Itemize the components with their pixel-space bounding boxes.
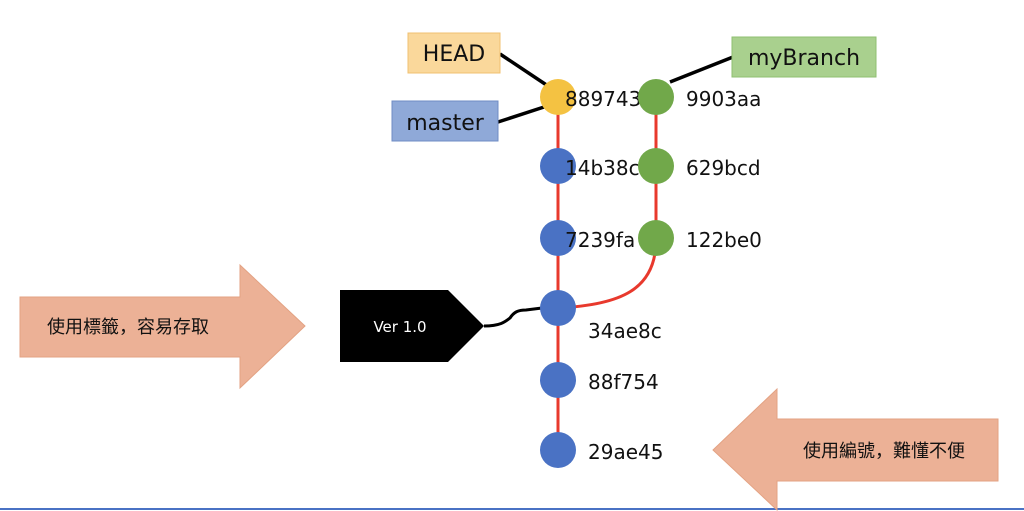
mybranch-ref: myBranch	[731, 36, 877, 78]
commit-node[interactable]: 34ae8c	[540, 290, 662, 343]
commit-hash: 629bcd	[686, 156, 761, 180]
commit-hash: 7239fa	[565, 228, 635, 252]
commit-dot-branch[interactable]	[638, 79, 674, 115]
commit-node[interactable]: 889743	[540, 79, 641, 115]
right-callout-text: 使用編號，難懂不便	[803, 441, 965, 462]
commit-hash: 9903aa	[686, 87, 761, 111]
master-ref-box	[391, 100, 499, 142]
tag-label: Ver 1.0	[373, 318, 426, 336]
head-connector	[499, 52, 549, 88]
head-ref-box	[407, 32, 501, 74]
commit-node[interactable]: 88f754	[540, 362, 659, 398]
left-callout-arrow: 使用標籤，容易存取	[19, 263, 306, 390]
master-ref: master	[391, 100, 499, 142]
commit-dot[interactable]	[540, 148, 576, 184]
commit-hash: 14b38c	[565, 156, 640, 180]
mybranch-ref-label: myBranch	[748, 46, 860, 71]
right-arrow-shape	[19, 263, 306, 390]
right-callout-arrow: 使用編號，難懂不便	[712, 387, 999, 511]
commit-node[interactable]: 29ae45	[540, 432, 663, 468]
commit-dot-branch[interactable]	[638, 220, 674, 256]
left-callout-text: 使用標籤，容易存取	[47, 317, 209, 338]
commit-hash: 88f754	[588, 370, 659, 394]
commit-node[interactable]: 629bcd	[638, 148, 761, 184]
commit-hash: 29ae45	[588, 440, 663, 464]
commit-node[interactable]: 14b38c	[540, 148, 640, 184]
master-connector	[497, 105, 545, 124]
commit-hash: 34ae8c	[588, 319, 662, 343]
commit-hash: 889743	[565, 87, 641, 111]
mybranch-ref-box	[731, 36, 877, 78]
tag-connector	[483, 306, 543, 328]
head-ref: HEAD	[407, 32, 501, 74]
commit-dot[interactable]	[540, 432, 576, 468]
version-tag[interactable]: Ver 1.0	[340, 290, 484, 362]
commit-dot[interactable]	[540, 290, 576, 326]
head-ref-label: HEAD	[423, 42, 485, 67]
mybranch-connector	[669, 55, 734, 84]
commit-hash: 122be0	[686, 228, 762, 252]
commit-dot-head[interactable]	[540, 79, 576, 115]
master-ref-label: master	[406, 111, 485, 136]
commit-dot-branch[interactable]	[638, 148, 674, 184]
commit-dot[interactable]	[540, 362, 576, 398]
left-arrow-shape	[712, 387, 999, 511]
commit-node[interactable]: 9903aa	[638, 79, 761, 115]
commit-node[interactable]: 7239fa	[540, 220, 635, 256]
commit-node[interactable]: 122be0	[638, 220, 762, 256]
commit-dot[interactable]	[540, 220, 576, 256]
tag-shape[interactable]	[340, 290, 484, 362]
